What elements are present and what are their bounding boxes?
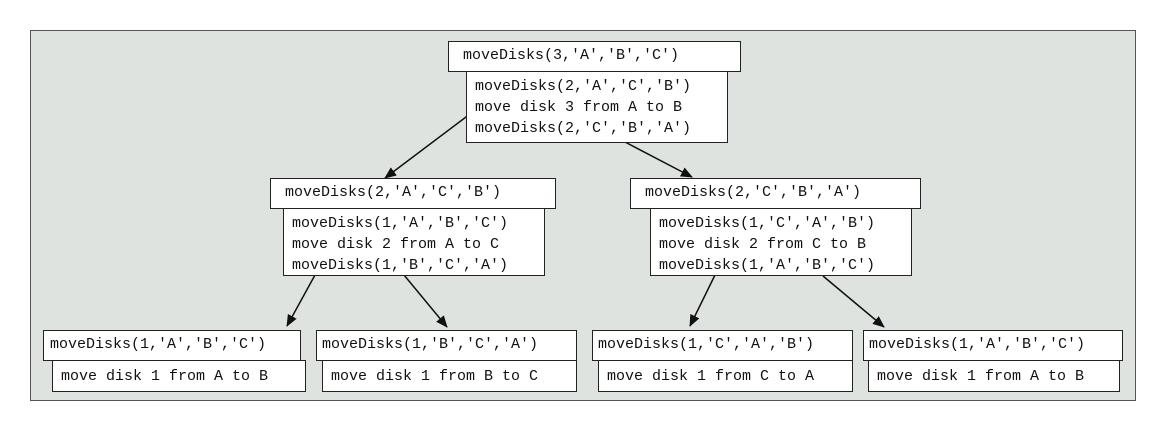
left-call-body: moveDisks(1,'A','B','C') move disk 2 fro… — [283, 208, 545, 276]
body-line: move disk 1 from C to A — [607, 368, 815, 385]
body-line: move disk 2 from A to C — [292, 236, 500, 253]
arrow-root-left — [384, 113, 471, 179]
body-line: move disk 1 from A to B — [61, 368, 269, 385]
arrow-root-right — [624, 141, 693, 178]
body-line: moveDisks(1,'A','B','C') — [659, 257, 876, 274]
body-line: moveDisks(1,'A','B','C') — [292, 215, 509, 232]
leaf-call-header: moveDisks(1,'A','B','C') — [863, 330, 1123, 361]
arrow-left-leaf1 — [286, 274, 316, 327]
right-call-body: moveDisks(1,'C','A','B') move disk 2 fro… — [650, 208, 912, 276]
leaf-call-header: moveDisks(1,'A','B','C') — [43, 330, 301, 361]
body-line: move disk 1 from A to B — [877, 368, 1085, 385]
leaf-call-body: move disk 1 from C to A — [598, 360, 853, 392]
body-line: move disk 1 from B to C — [331, 368, 539, 385]
root-call-header: moveDisks(3,'A','B','C') — [448, 41, 741, 72]
arrow-right-leaf3 — [689, 274, 716, 327]
left-call-header: moveDisks(2,'A','C','B') — [270, 178, 556, 209]
right-call-header: moveDisks(2,'C','B','A') — [630, 178, 921, 209]
body-line: moveDisks(2,'A','C','B') — [475, 78, 692, 95]
body-line: moveDisks(1,'C','A','B') — [659, 215, 876, 232]
arrow-left-leaf2 — [403, 274, 448, 328]
arrow-right-leaf4 — [822, 275, 885, 328]
body-line: moveDisks(1,'B','C','A') — [292, 257, 509, 274]
body-line: move disk 3 from A to B — [475, 99, 683, 116]
leaf-call-header: moveDisks(1,'C','A','B') — [592, 330, 853, 361]
leaf-call-header: moveDisks(1,'B','C','A') — [316, 330, 577, 361]
leaf-call-body: move disk 1 from A to B — [868, 360, 1120, 392]
root-call-body: moveDisks(2,'A','C','B') move disk 3 fro… — [466, 71, 728, 143]
leaf-call-body: move disk 1 from B to C — [322, 360, 577, 392]
leaf-call-body: move disk 1 from A to B — [52, 360, 306, 392]
body-line: move disk 2 from C to B — [659, 236, 867, 253]
body-line: moveDisks(2,'C','B','A') — [475, 120, 692, 137]
